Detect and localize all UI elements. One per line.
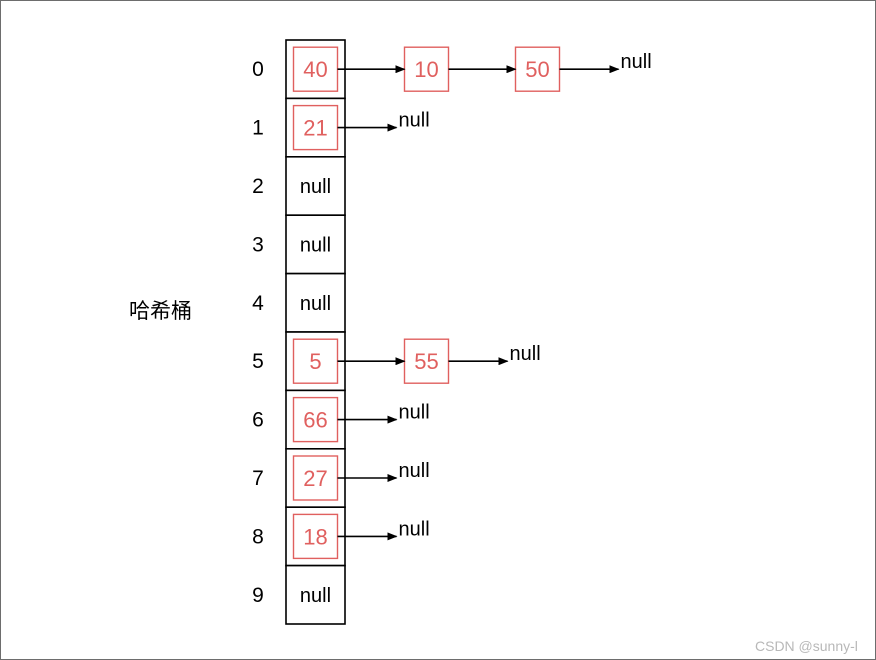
null-label: null [399,518,430,540]
node-value: 40 [303,57,327,82]
bucket-index: 0 [252,58,264,81]
list-node [292,513,339,560]
null-label: null [399,460,430,482]
bucket-index: 2 [252,175,264,198]
node-value: 21 [303,116,327,141]
node-value: 18 [303,524,327,549]
node-value: 50 [525,57,549,82]
list-node [292,396,339,443]
bucket-index: 3 [252,233,264,256]
null-label: null [300,293,331,315]
bucket-index: 9 [252,584,264,607]
bucket-cell [285,272,346,333]
null-label: null [510,343,541,365]
node-value: 66 [303,408,327,433]
bucket-index: 8 [252,525,264,548]
null-label: null [399,402,430,424]
bucket-index: 6 [252,409,264,432]
null-label: null [300,234,331,256]
list-node [292,104,339,151]
bucket-index: 5 [252,350,264,373]
null-label: null [300,176,331,198]
node-value: 10 [414,57,438,82]
null-label: null [399,110,430,132]
bucket-cell [285,214,346,275]
bucket-cell [285,156,346,217]
list-node [292,46,339,92]
node-value: 27 [303,466,327,491]
node-value: 5 [309,349,321,374]
bucket-cell [285,564,346,625]
null-label: null [300,585,331,607]
list-node [292,455,339,501]
bucket-index: 7 [252,467,264,490]
list-node [403,46,450,92]
watermark: CSDN @sunny-l [755,638,858,654]
null-label: null [621,51,652,73]
bucket-index: 4 [252,292,264,315]
list-node [403,338,450,384]
diagram-title: 哈希桶 [129,299,192,323]
node-value: 55 [414,349,438,374]
list-node [292,338,339,384]
bucket-index: 1 [252,117,264,140]
